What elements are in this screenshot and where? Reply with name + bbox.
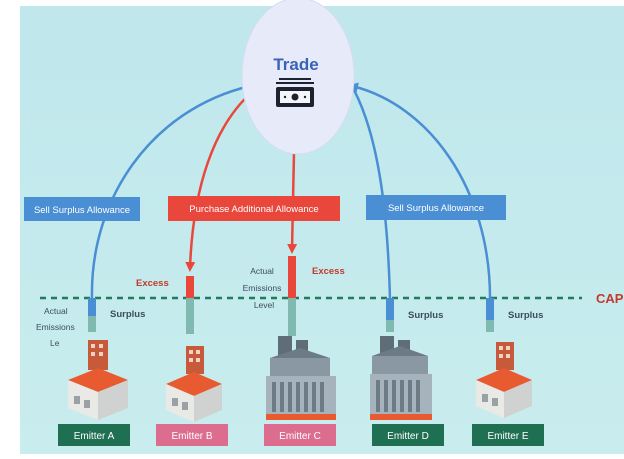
emitter-d-label: Emitter D (387, 431, 429, 442)
factory-icon (166, 346, 222, 422)
purchase-additional-box (168, 196, 340, 221)
purchase-arrow-emitter-b (185, 91, 253, 272)
emission-bar-a (88, 298, 96, 332)
surplus-label-d: Surplus (408, 310, 443, 321)
actual-emissions-label-left: Actual Emissions Le (36, 306, 75, 348)
emitter-c-box (264, 424, 336, 446)
trade-bubble (241, 0, 355, 155)
svg-text:Actual: Actual (44, 306, 68, 316)
actual-emissions-label-mid: Actual Emissions Level (243, 266, 282, 310)
svg-text:Emissions: Emissions (243, 283, 282, 293)
excess-label-c: Excess (312, 266, 345, 277)
purchase-additional-label: Purchase Additional Allowance (189, 204, 318, 215)
factory-icon (476, 342, 532, 418)
emitter-d-box (372, 424, 444, 446)
sell-surplus-label-left: Sell Surplus Allowance (34, 205, 130, 216)
emitter-e-label: Emitter E (487, 431, 528, 442)
excess-label-b: Excess (136, 278, 169, 289)
emitter-c-label: Emitter C (279, 431, 321, 442)
surplus-label-e: Surplus (508, 310, 543, 321)
sell-surplus-label-right: Sell Surplus Allowance (388, 203, 484, 214)
emitter-a-box (58, 424, 130, 446)
sell-surplus-box-left (24, 197, 140, 221)
trade-label: Trade (273, 55, 318, 74)
svg-text:Level: Level (254, 300, 274, 310)
emitter-a-label: Emitter A (74, 431, 115, 442)
emitter-b-label: Emitter B (171, 431, 212, 442)
factory-icon (68, 340, 128, 420)
sell-arrow-emitter-a (90, 82, 254, 299)
emission-bar-b (186, 276, 194, 334)
sell-surplus-box-right (366, 195, 506, 220)
svg-text:Actual: Actual (250, 266, 274, 276)
svg-text:Le: Le (50, 338, 60, 348)
surplus-label-a: Surplus (110, 309, 145, 320)
svg-text:Emissions: Emissions (36, 322, 75, 332)
cash-icon (276, 78, 314, 107)
emission-bar-c (288, 256, 296, 336)
cap-label: CAP (596, 291, 624, 306)
factory-icon (266, 336, 336, 420)
emitter-e-box (472, 424, 544, 446)
sell-arrow-emitter-d (352, 89, 392, 301)
factory-icon (370, 336, 432, 420)
emission-bar-e (486, 298, 494, 332)
emitter-b-box (156, 424, 228, 446)
sell-arrow-emitter-e (348, 82, 492, 299)
emission-bar-d (386, 298, 394, 332)
